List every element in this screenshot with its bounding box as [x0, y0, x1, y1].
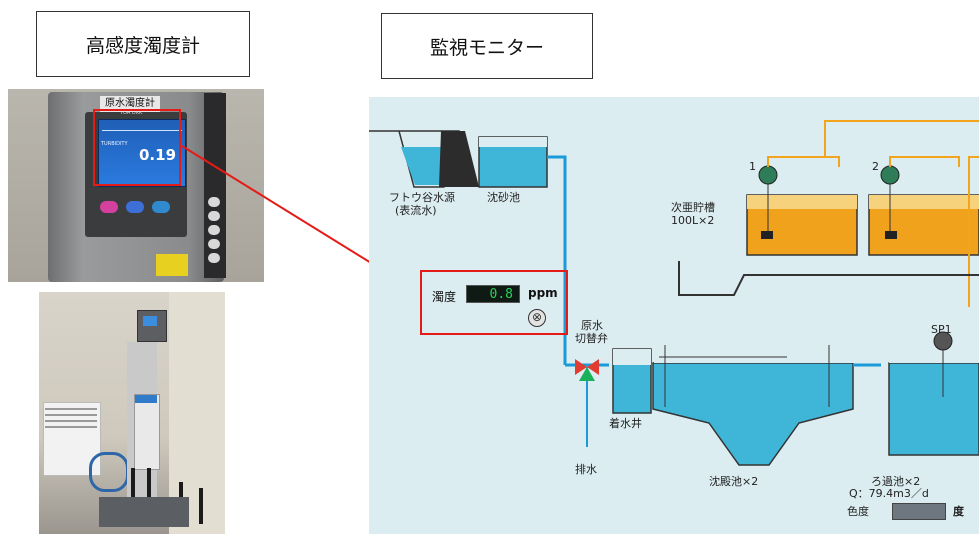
- sp1-label: SP1: [931, 323, 952, 336]
- meter-screen-label: TURBIDITY: [101, 141, 128, 147]
- source-label: フトウ谷水源: [389, 191, 455, 204]
- source-sub-label: (表流水): [395, 204, 437, 217]
- turbidity-label: 濁度: [432, 290, 457, 304]
- meter-unit-screen: [143, 316, 157, 326]
- meter-screen: TURBIDITY 0.19: [98, 119, 186, 187]
- valve-icon[interactable]: ⊗: [528, 309, 546, 327]
- side-button-icon: [208, 239, 220, 249]
- meter-button-cyan: [152, 201, 170, 213]
- meter-section-title: 高感度濁度計: [85, 34, 200, 57]
- side-button-icon: [208, 253, 220, 263]
- filter-label: ろ過池×2: [871, 475, 921, 488]
- panel-heater: [43, 402, 101, 476]
- process-diagram: [369, 120, 979, 466]
- switch-valve-sub-label: 切替弁: [575, 332, 608, 345]
- meter-screen-value: 0.19: [139, 146, 177, 164]
- side-button-icon: [208, 225, 220, 235]
- heater-grill: [45, 408, 97, 410]
- receiving-well-label: 着水井: [609, 417, 642, 430]
- drain-label: 排水: [575, 463, 597, 476]
- pump-2-label: 2: [872, 160, 879, 173]
- side-button-icon: [208, 211, 220, 221]
- meter-unit: [137, 310, 167, 342]
- chlorine-tank-capacity: 100L×2: [671, 214, 715, 227]
- installation-photo: [39, 292, 225, 534]
- meter-button-magenta: [100, 201, 118, 213]
- screen-divider: [102, 130, 182, 131]
- meter-button-blue: [126, 201, 144, 213]
- side-button-icon: [208, 197, 220, 207]
- monitor-section-title: 監視モニター: [429, 36, 544, 59]
- floor-base: [99, 497, 189, 527]
- meter-side-panel: [204, 93, 226, 278]
- pipe: [199, 488, 203, 524]
- color-label: 色度: [847, 505, 869, 518]
- color-readout: [892, 503, 946, 520]
- sensor-box: [134, 394, 160, 470]
- filter-flow-label: Q：79.4m3／d: [849, 487, 929, 500]
- color-unit: 度: [953, 505, 964, 518]
- monitor-section-label: 監視モニター: [381, 13, 593, 79]
- turbidity-unit: ppm: [528, 286, 558, 300]
- sedimentation-label: 沈殿池×2: [709, 475, 759, 488]
- wall: [169, 292, 225, 534]
- grit-chamber-label: 沈砂池: [487, 191, 520, 204]
- meter-section-label: 高感度濁度計: [36, 11, 250, 77]
- meter-screen-highlight: [93, 109, 181, 186]
- sensor-box-label: [135, 395, 157, 403]
- turbidity-highlight: [420, 270, 568, 335]
- warning-sticker: [156, 254, 188, 276]
- pump-1-label: 1: [749, 160, 756, 173]
- pipe: [131, 468, 135, 508]
- meter-nameplate: 原水濁度計: [100, 96, 160, 112]
- pipe: [147, 468, 151, 516]
- monitor-screen: フトウ谷水源 (表流水) 沈砂池 次亜貯槽 100L×2 1 2 原水 切替弁 …: [369, 97, 979, 534]
- chlorine-tank-label: 次亜貯槽: [671, 201, 715, 214]
- turbidity-readout: 0.8: [466, 285, 520, 303]
- switch-valve-label: 原水: [581, 319, 603, 332]
- meter-brand: TOA DKK: [120, 110, 143, 116]
